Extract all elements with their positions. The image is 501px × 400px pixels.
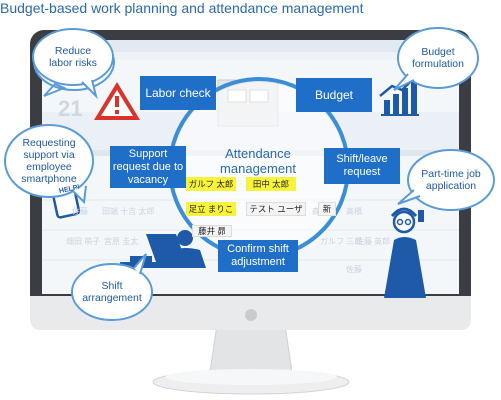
- diagram-title: Budget-based work planning and attendanc…: [0, 0, 364, 16]
- attendance-management-label: Attendance management: [220, 146, 296, 176]
- ghost-name: 田端 十吉 太郎: [102, 207, 155, 216]
- shift-arrangement-bubble: Shift arrangement: [82, 280, 142, 304]
- screen-big-number: 21: [58, 96, 83, 121]
- ghost-name: 佐藤: [72, 207, 88, 216]
- ghost-name: 森: [312, 207, 320, 216]
- ghost-name: 佐藤 英郎: [356, 237, 391, 246]
- staff-tag: テスト ユーザ: [246, 202, 306, 216]
- staff-tag: 新: [318, 202, 336, 216]
- shift-leave-request-button[interactable]: Shift/leave request: [324, 148, 400, 184]
- ghost-name: 畑田 萌子: [66, 237, 101, 246]
- confirm-shift-adjustment-button[interactable]: Confirm shift adjustment: [218, 240, 298, 272]
- budget-formulation-bubble: Budget formulation: [412, 46, 464, 70]
- ghost-name: 宮原 圭太: [104, 237, 139, 246]
- staff-tag: 田中 太郎: [246, 177, 296, 191]
- requesting-support-bubble: Requesting support via employee smartpho…: [21, 137, 77, 185]
- staff-tag: 足立 まりこ: [186, 202, 236, 216]
- budget-button[interactable]: Budget: [296, 78, 372, 112]
- support-request-button[interactable]: Support request due to vacancy: [110, 146, 186, 188]
- ghost-name: 佐藤: [346, 265, 362, 274]
- reduce-labor-risks-bubble: Reduce labor risks: [49, 45, 97, 69]
- ghost-name: ガルフ 三郎: [320, 237, 363, 246]
- part-time-application-bubble: Part-time job application: [421, 168, 481, 192]
- staff-tag: ガルフ 太郎: [186, 177, 236, 191]
- staff-tag: 藤井 昴: [192, 225, 232, 237]
- labor-check-button[interactable]: Labor check: [140, 76, 216, 110]
- ghost-name: 高橋: [346, 207, 362, 216]
